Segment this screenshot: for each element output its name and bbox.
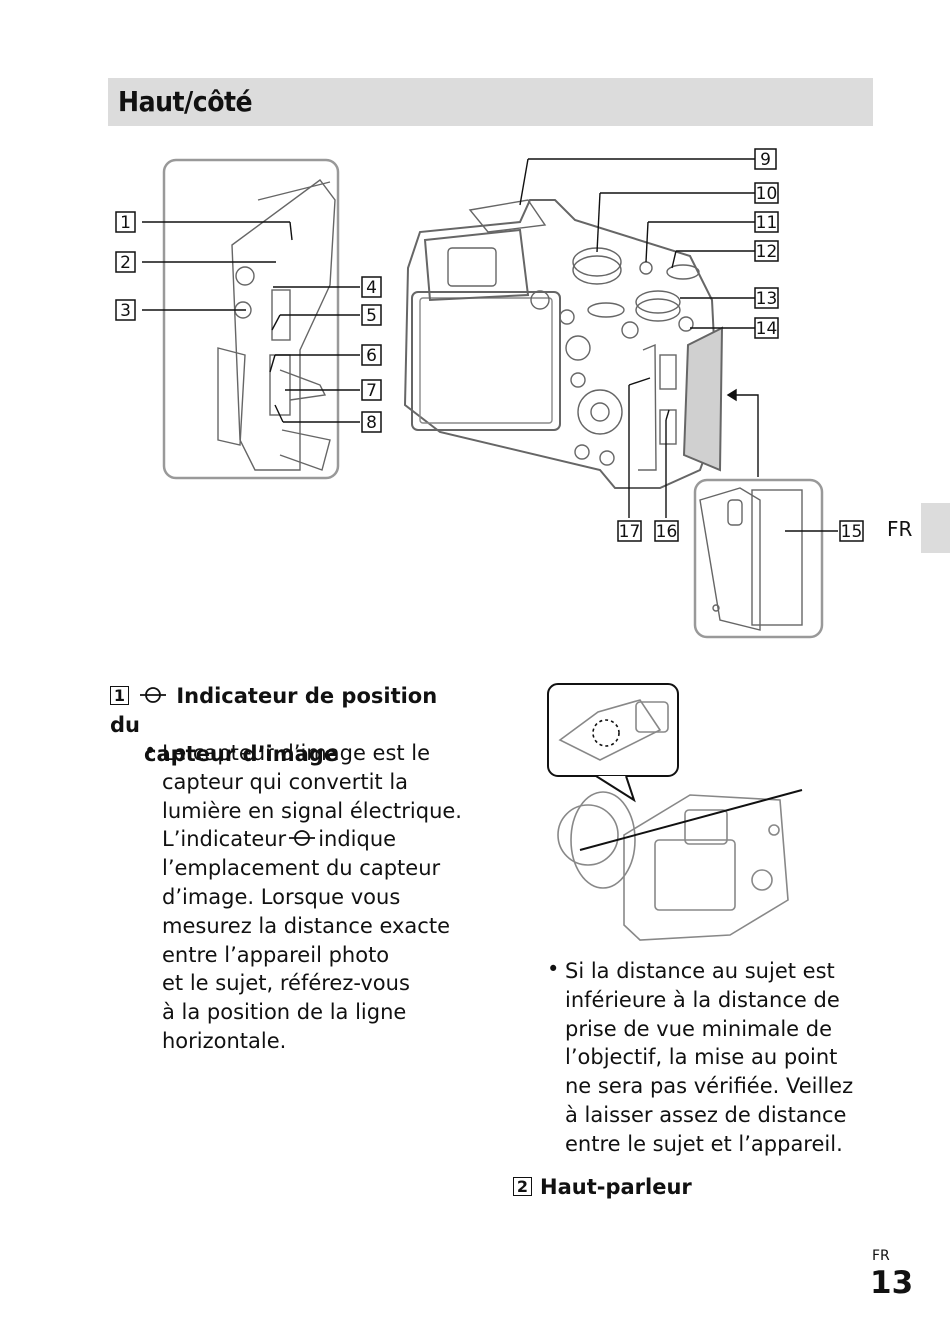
note-line: à laisser assez de distance [565,1102,847,1127]
note-line: entre le sujet et l’appareil. [565,1131,843,1156]
item-1-line: et le sujet, référez-vous [162,971,410,996]
callout-1: 1 [120,213,131,233]
card-slot-inset-frame [693,478,824,639]
callout-3: 3 [120,301,131,321]
note-line: Si la distance au sujet est [565,959,835,983]
item-1-line: Le capteur d’image est le [162,741,431,765]
sensor-position-icon [289,830,316,847]
item-1-title-line1: Indicateur de position du [110,684,438,737]
callout-14: 14 [756,319,778,339]
callout-15: 15 [841,522,863,542]
item-1-heading: 1 Indicateur de position du [110,682,470,740]
section-title-bar: Haut/côté [108,78,873,126]
callout-13: 13 [756,289,778,309]
callout-7: 7 [366,381,377,401]
callout-11: 11 [756,213,778,233]
callout-8: 8 [366,413,377,433]
item-2-title: Haut-parleur [540,1175,692,1199]
language-tab [921,503,950,553]
page-number: 13 [870,1265,914,1301]
note-line: prise de vue minimale de [565,1016,833,1041]
item-1-line: L’indicateur [162,827,287,852]
sensor-position-icon [140,687,166,703]
callout-2: 2 [120,253,131,273]
callout-16: 16 [656,522,678,542]
callout-12: 12 [756,242,778,262]
language-tab-label: FR [887,517,913,541]
item-1-line: capteur qui convertit la [162,769,409,794]
item-1-line: d’image. Lorsque vous [162,884,401,909]
item-1-line: lumière en signal électrique. [162,798,462,823]
footer-language: FR [872,1248,890,1264]
side-view-frame [162,158,340,480]
item-1-line: l’emplacement du capteur [162,856,441,881]
item-1-line: indique [318,827,397,852]
bullet-dot: • [144,739,157,763]
callout-4: 4 [366,278,377,298]
item-1-title-line2: capteur d’image [144,741,339,766]
callout-5: 5 [366,306,377,326]
item-1-bullet: Le capteur d’image est le capteur qui co… [162,739,482,1056]
callout-17: 17 [619,522,641,542]
bullet-dot: • [547,957,560,981]
item-1: 1 Indicateur de position du capteur d’im… [110,682,470,768]
note-line: inférieure à la distance de [565,987,840,1012]
callout-10: 10 [756,184,778,204]
note-line: l’objectif, la mise au point [565,1045,838,1070]
item-1-line-with-icon: L’indicateur indique [162,825,482,854]
item-1-number: 1 [110,686,129,705]
section-title: Haut/côté [118,85,253,118]
item-1-line: horizontale. [162,1028,287,1053]
item-2: 2 Haut-parleur [513,1173,813,1202]
callout-9: 9 [760,150,771,170]
note-line: ne sera pas vérifiée. Veillez [565,1074,854,1099]
item-1-line: mesurez la distance exacte [162,913,451,938]
sensor-position-illustration [547,683,803,941]
callout-6: 6 [366,346,377,366]
item-1-line: à la position de la ligne [162,1000,407,1025]
item-1-line: entre l’appareil photo [162,942,390,967]
note-block: Si la distance au sujet est inférieure à… [565,957,865,1159]
item-2-number: 2 [513,1177,532,1196]
